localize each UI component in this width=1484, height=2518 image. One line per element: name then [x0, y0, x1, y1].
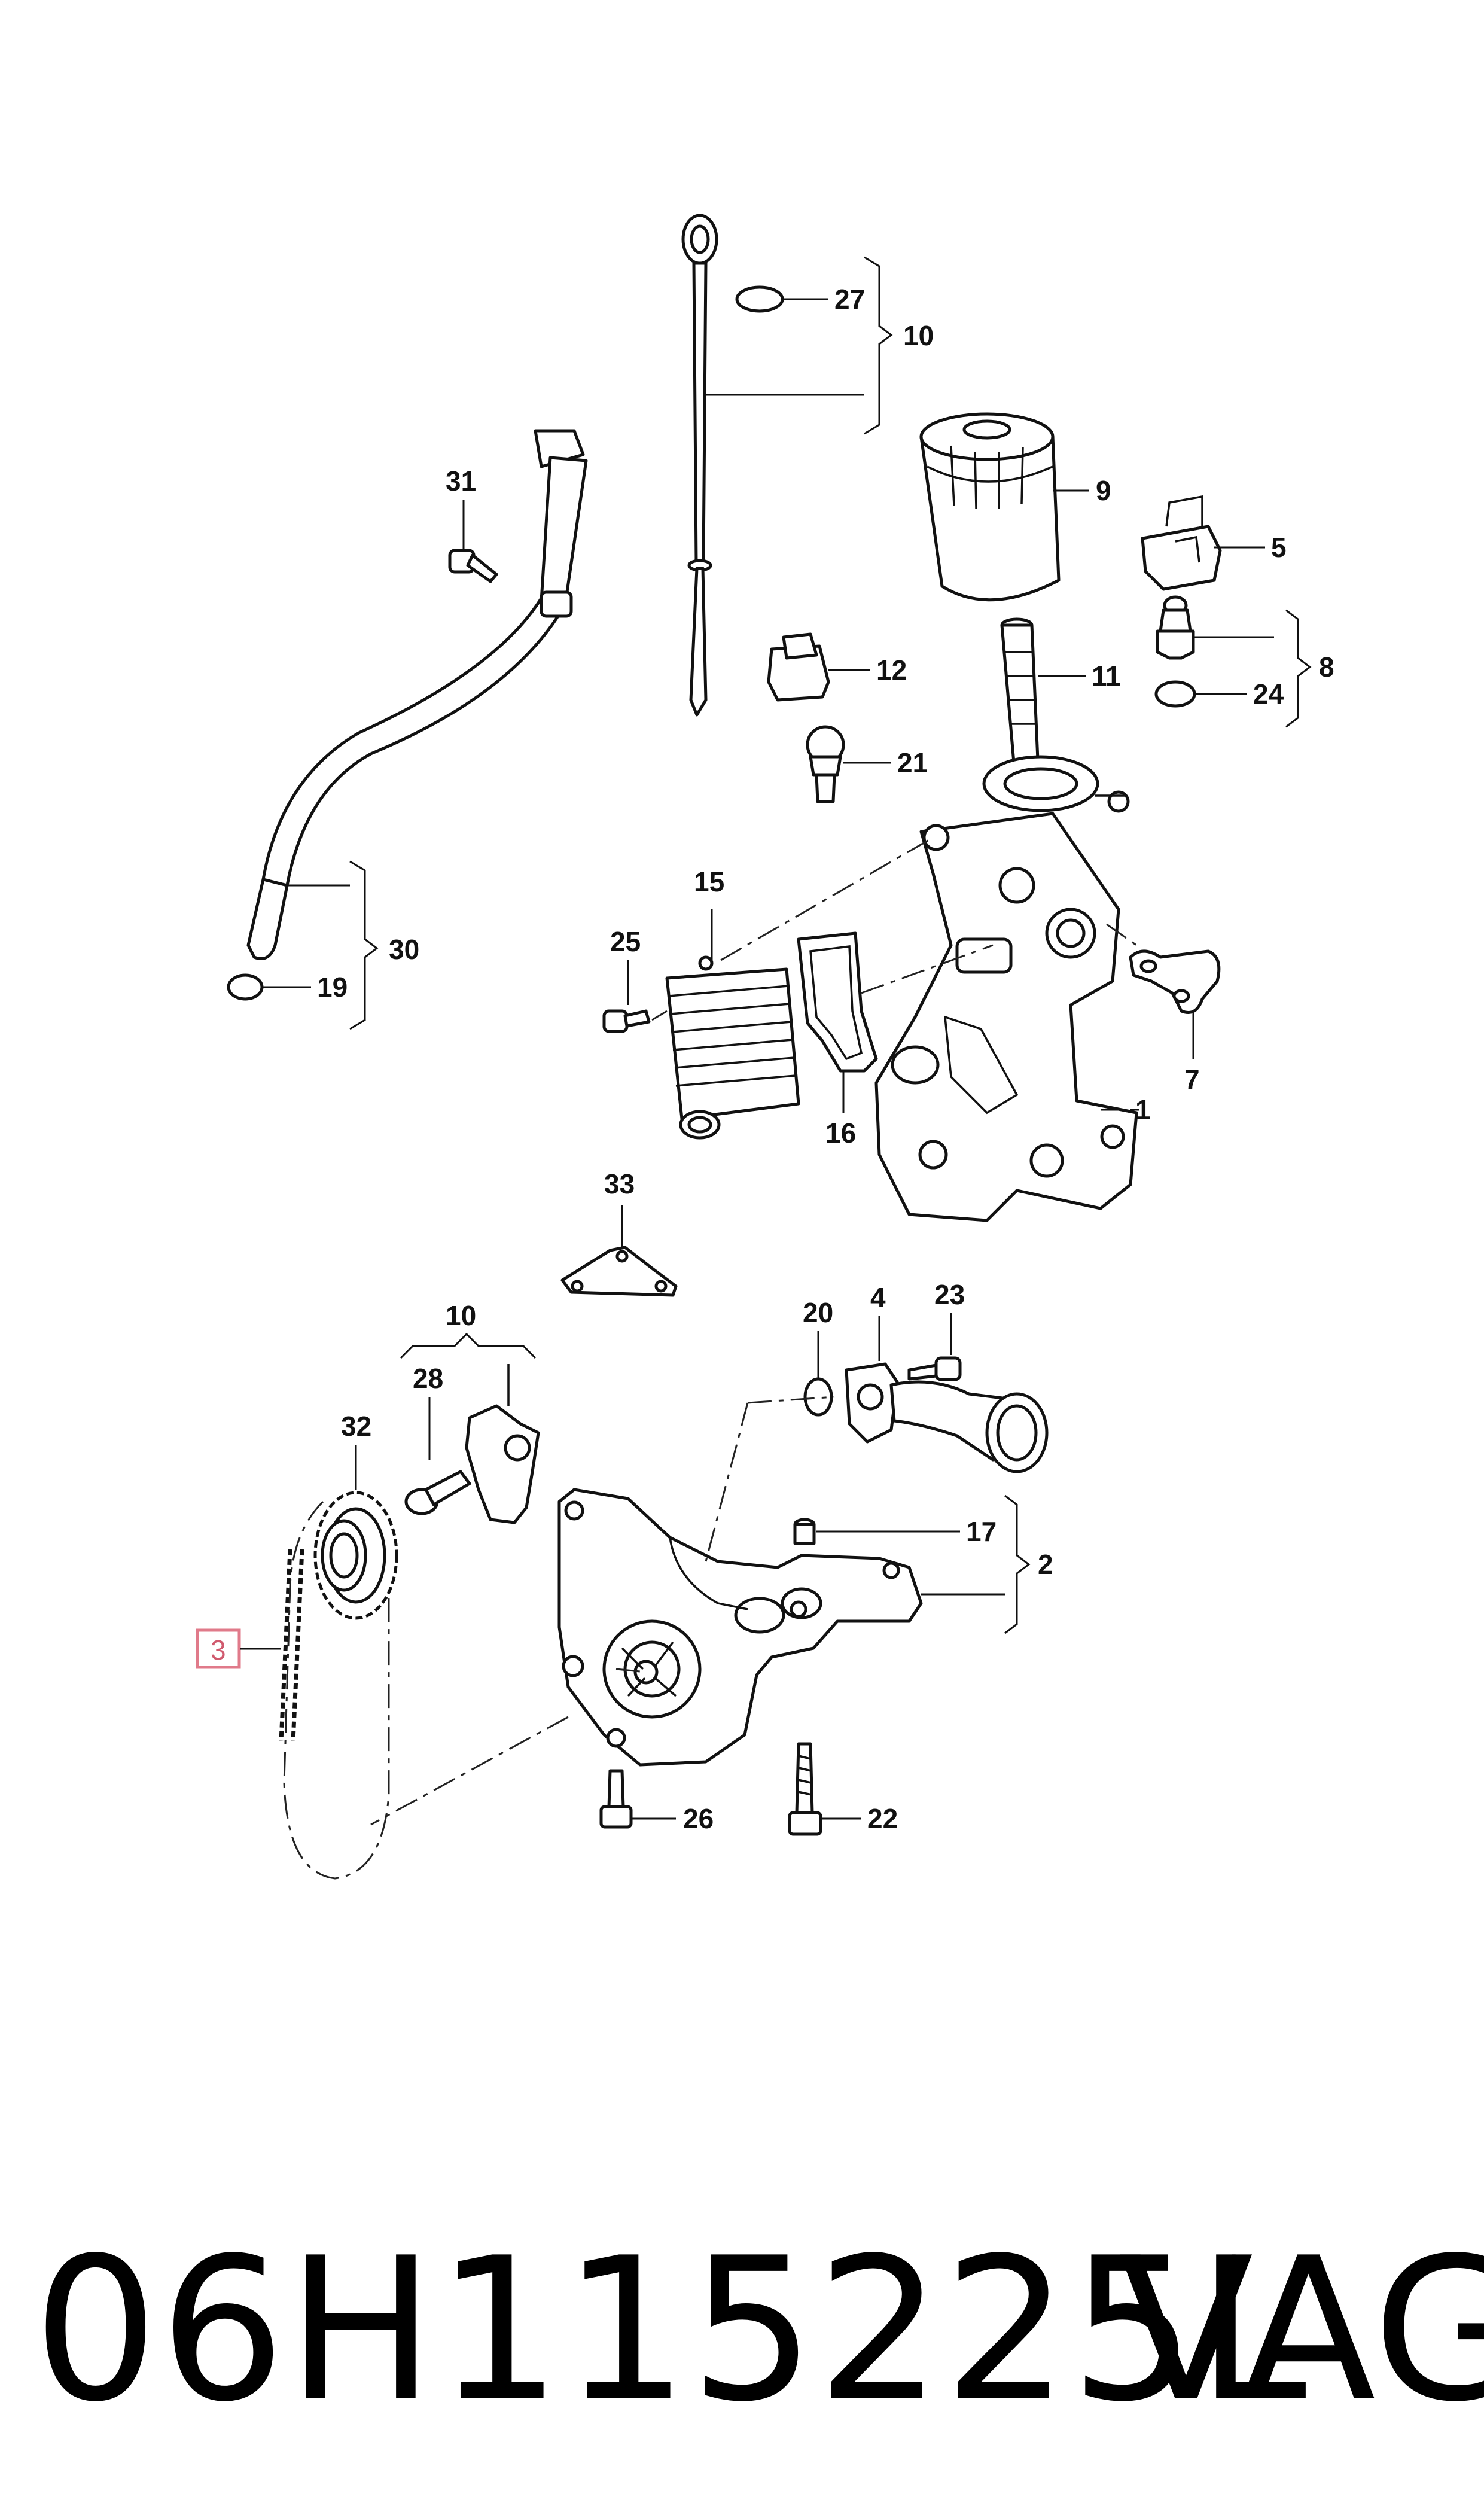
chain-routing-line — [283, 1500, 390, 1880]
callout-30: 30 — [389, 934, 419, 965]
o-ring-19 — [227, 973, 264, 1001]
callout-9: 9 — [1096, 475, 1111, 506]
bracket-33 — [560, 1246, 678, 1297]
chain-tensioner — [465, 1364, 540, 1524]
clip-5 — [1141, 495, 1222, 591]
callout-24: 24 — [1253, 678, 1284, 710]
bolt-31 — [448, 549, 498, 583]
dipstick — [681, 214, 718, 717]
callout-22: 22 — [867, 1803, 898, 1834]
callout-7: 7 — [1184, 1064, 1200, 1095]
callout-16: 16 — [825, 1118, 856, 1149]
callout-15: 15 — [694, 866, 724, 897]
callout-10-bottom: 10 — [446, 1300, 476, 1331]
oil-filter-housing — [874, 755, 1138, 1222]
oil-pump — [557, 1488, 923, 1767]
o-ring-24 — [1154, 680, 1196, 708]
callout-25: 25 — [610, 926, 641, 957]
cap-12 — [767, 632, 830, 702]
callout-32: 32 — [341, 1411, 371, 1442]
callout-3: 3 — [211, 1634, 226, 1666]
callout-5: 5 — [1271, 532, 1287, 563]
callout-27: 27 — [834, 284, 865, 315]
bolt-23 — [907, 1356, 962, 1381]
callout-31: 31 — [446, 465, 476, 497]
bolt-25 — [602, 1009, 651, 1033]
callout-3-highlight — [196, 1628, 241, 1669]
breather-hose — [246, 429, 588, 960]
callout-8: 8 — [1319, 651, 1334, 683]
sleeve-17 — [793, 1518, 816, 1545]
callout-4: 4 — [870, 1282, 886, 1313]
bolt-28 — [404, 1470, 471, 1515]
o-ring-27 — [735, 285, 784, 313]
timing-chain — [279, 1549, 304, 1741]
part-number-text: 06H115225L — [33, 2215, 1308, 2445]
sprocket-32 — [313, 1491, 398, 1620]
ball-stud-21 — [806, 725, 845, 803]
bolt-26 — [599, 1769, 633, 1829]
callout-33: 33 — [604, 1168, 635, 1199]
oil-pressure-switch — [1156, 595, 1195, 660]
callout-17: 17 — [966, 1516, 997, 1547]
suction-pipe-4 — [845, 1362, 1049, 1473]
callout-2: 2 — [1038, 1549, 1053, 1580]
callout-20: 20 — [803, 1297, 833, 1328]
callout-26: 26 — [683, 1803, 714, 1834]
o-ring-20 — [803, 1377, 833, 1417]
brand-text: VAG — [1119, 2215, 1484, 2445]
gasket-16 — [797, 931, 878, 1073]
callout-28: 28 — [413, 1363, 443, 1394]
pipe-11 — [1000, 617, 1040, 765]
callout-23: 23 — [934, 1279, 965, 1310]
oil-cooler — [665, 955, 800, 1140]
callout-11: 11 — [1092, 660, 1121, 692]
callout-21: 21 — [897, 747, 928, 778]
footer: 06H115225L VAG — [0, 2213, 1484, 2501]
callout-10-top: 10 — [903, 320, 934, 351]
oil-filter — [919, 412, 1061, 602]
callout-19: 19 — [317, 972, 348, 1003]
bolt-22 — [788, 1742, 822, 1836]
gasket-7 — [1129, 949, 1221, 1014]
callout-12: 12 — [876, 654, 907, 686]
callout-1: 1 — [1135, 1094, 1151, 1125]
